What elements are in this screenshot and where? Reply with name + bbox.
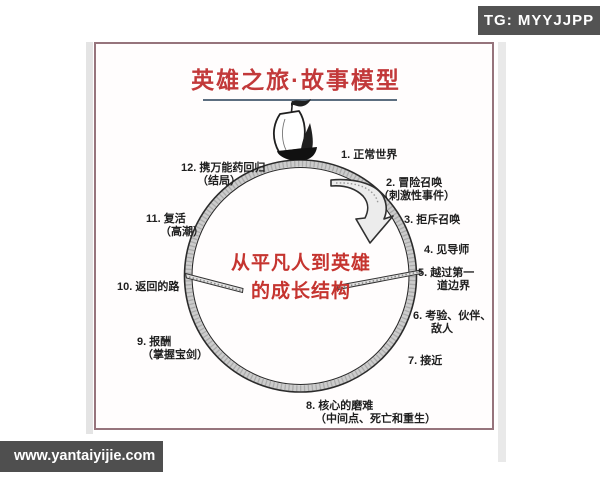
step-label-8: 8. 核心的磨难（中间点、死亡和重生） [306,400,436,425]
right-shadow-strip [498,42,506,462]
watermark-telegram-badge: TG: MYYJJPP [478,6,600,35]
step-label-12: 12. 携万能药回归（结局） [181,162,266,187]
center-caption-line1: 从平凡人到英雄 [230,253,371,274]
step-label-11: 11. 复活（高潮） [146,213,204,238]
step-label-6: 6. 考验、伙伴、敌人 [413,310,492,335]
step-label-2: 2. 冒险召唤（刺激性事件） [378,177,455,202]
center-caption: 从平凡人到英雄 的成长结构 [210,250,392,306]
center-caption-line2: 的成长结构 [250,281,351,302]
step-label-10: 10. 返回的路 [117,281,180,293]
left-shadow-strip [86,42,93,434]
page-title: 英雄之旅·故事模型 [191,67,401,93]
step-label-7: 7. 接近 [408,355,443,367]
step-label-3: 3. 拒斥召唤 [404,214,461,226]
title-underline [203,99,397,101]
step-label-4: 4. 见导师 [424,244,470,256]
step-label-9: 9. 报酬（掌握宝剑） [137,336,208,361]
step-label-5: 5. 越过第一道边界 [418,267,475,292]
step-label-1: 1. 正常世界 [341,149,398,161]
watermark-website-badge: www.yantaiyijie.com [0,441,163,472]
